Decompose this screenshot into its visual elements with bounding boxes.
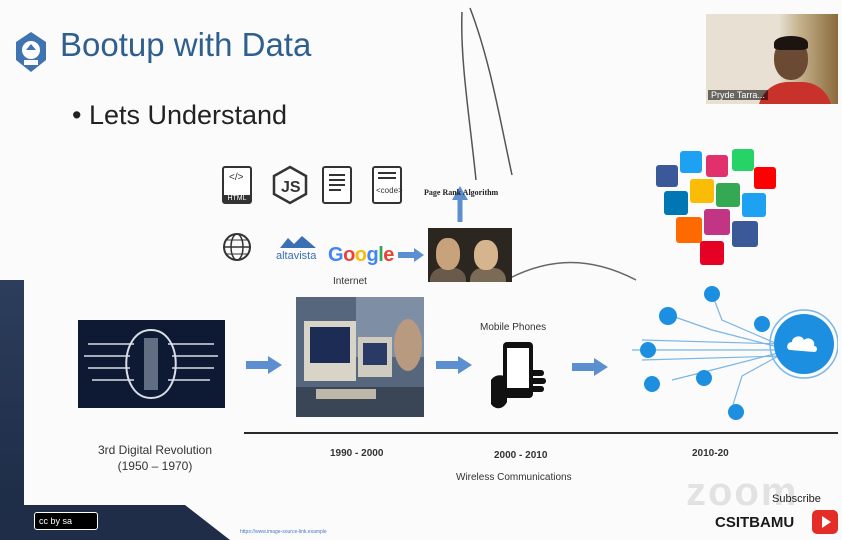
- google-founders-photo: [428, 228, 512, 282]
- html-file-icon: </> HTML: [222, 166, 252, 204]
- stage1-label: 3rd Digital Revolution (1950 – 1970): [97, 443, 213, 473]
- youtube-play-icon[interactable]: [812, 510, 838, 534]
- timeline-axis: [244, 432, 838, 434]
- document-icon: [322, 166, 352, 204]
- mountain-icon: [280, 236, 316, 248]
- participant-video[interactable]: Pryde Tarra...: [706, 14, 838, 104]
- university-logo-icon: [16, 32, 46, 72]
- bullet-point: • Lets Understand: [72, 100, 288, 130]
- subscribe-label[interactable]: Subscribe: [772, 493, 821, 505]
- pagerank-label: Page Rank Algorithm: [424, 188, 499, 197]
- social-media-cubes-image: [656, 149, 776, 265]
- image-source-footnote[interactable]: https://www.image-source-link.example: [240, 529, 327, 535]
- stage3-subtitle: Wireless Communications: [456, 472, 572, 483]
- nodejs-icon: JS: [272, 165, 308, 205]
- stage3-date: 2000 - 2010: [494, 450, 548, 461]
- timeline-arrow-1-icon: [246, 356, 282, 374]
- creative-commons-badge: cc by sa: [34, 512, 98, 530]
- timeline-arrow-2-icon: [436, 356, 472, 374]
- code-file-icon: <code>: [372, 166, 403, 204]
- altavista-logo: altavista: [276, 234, 324, 268]
- mobile-phone-icon: [491, 342, 546, 409]
- svg-text:JS: JS: [281, 179, 301, 196]
- timeline-arrow-3-icon: [572, 358, 608, 376]
- slide-title: Bootup with Data: [60, 26, 312, 63]
- digital-brain-image: [78, 320, 225, 408]
- google-logo: Google: [328, 244, 394, 266]
- mobile-phones-label: Mobile Phones: [480, 322, 547, 333]
- channel-name[interactable]: CSITBAMU: [715, 514, 795, 531]
- stage2-date: 1990 - 2000: [330, 448, 384, 459]
- left-sidebar-strip: [0, 280, 24, 540]
- vintage-computer-image: [296, 297, 424, 417]
- arrow-right-icon: [398, 248, 424, 262]
- cloud-network-image: [632, 286, 838, 420]
- globe-icon: [223, 233, 251, 261]
- annotation-drawing: [452, 7, 637, 281]
- stage4-date: 2010-20: [692, 448, 729, 459]
- zoom-watermark: zoom: [686, 470, 799, 514]
- internet-label: Internet: [333, 276, 367, 287]
- participant-name: Pryde Tarra...: [708, 90, 768, 100]
